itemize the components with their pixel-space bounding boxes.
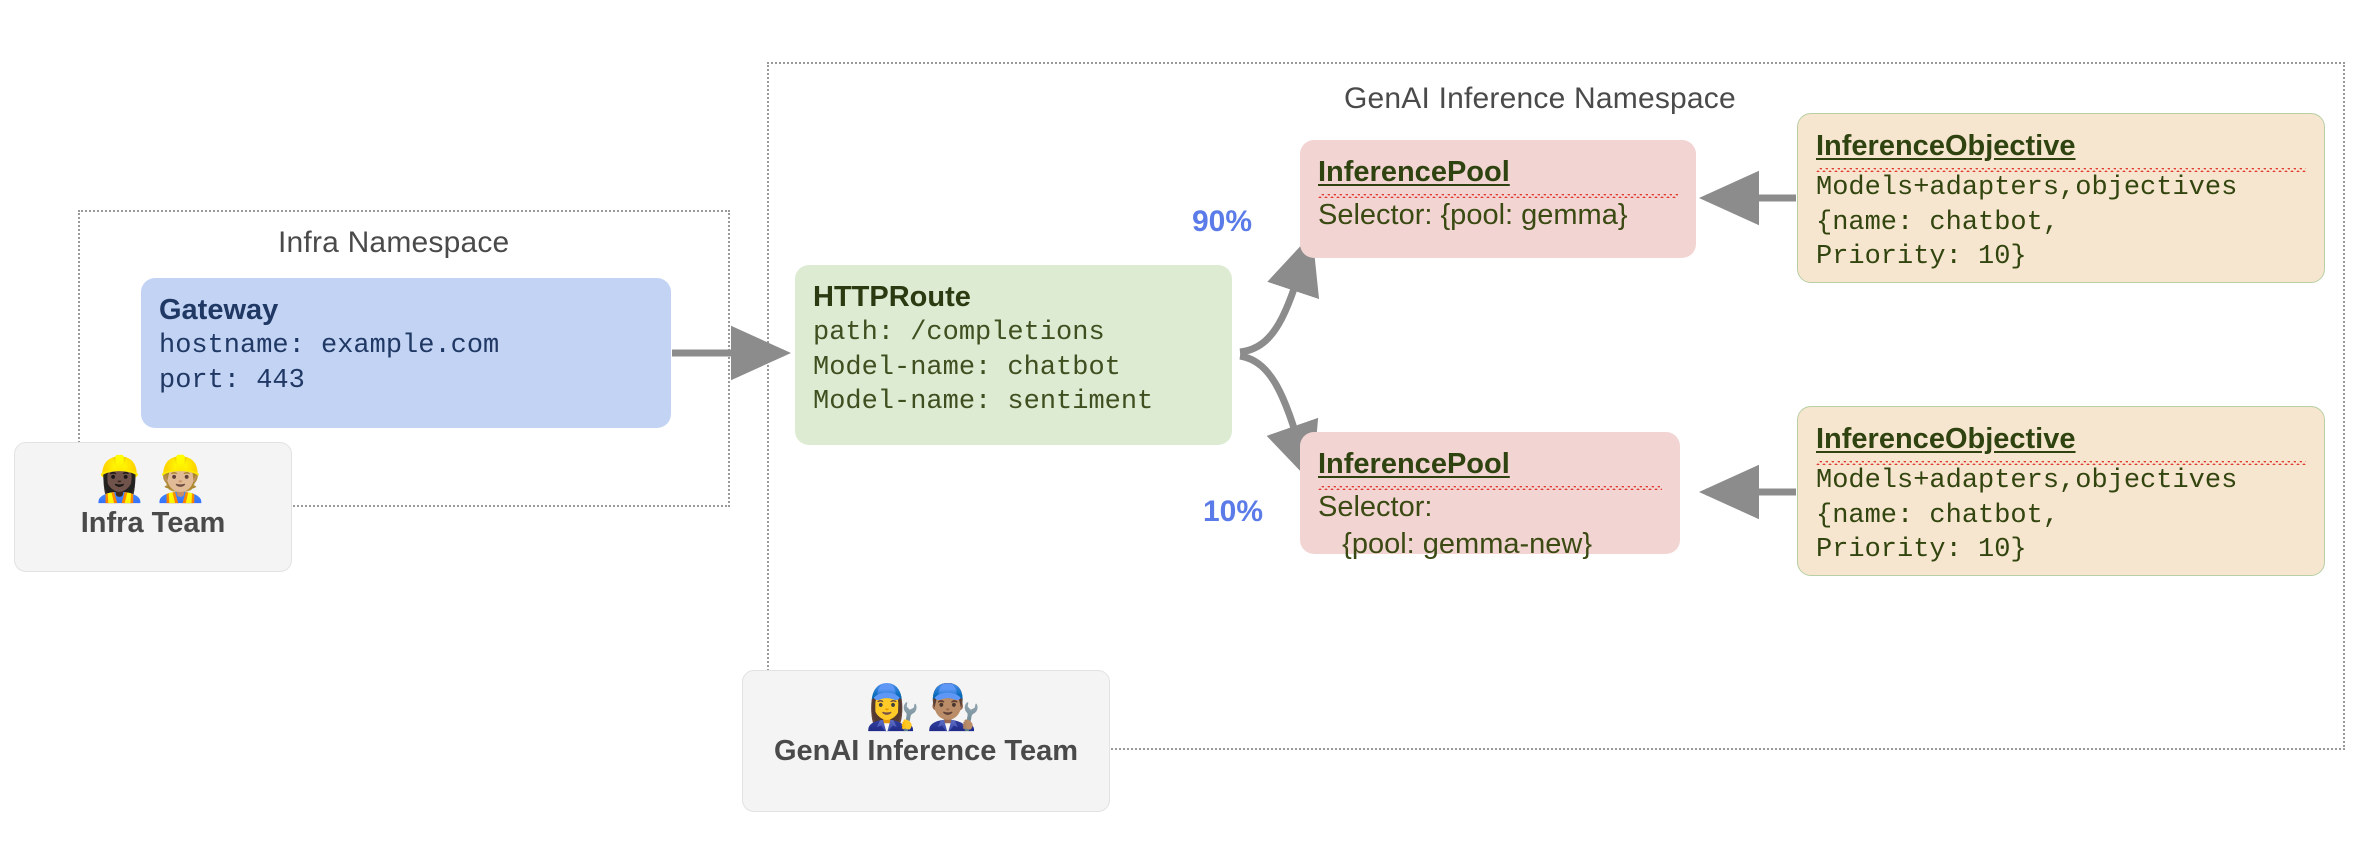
inferencepool-gemma-title: InferencePool	[1318, 154, 1678, 199]
inferencepool-card-gemma-new[interactable]: InferencePool Selector: {pool: gemma-new…	[1300, 432, 1680, 560]
namespace-infra	[78, 210, 730, 507]
inferenceobjective-card-bottom[interactable]: InferenceObjective Models+adapters,objec…	[1797, 406, 2325, 576]
namespace-infra-title: Infra Namespace	[278, 226, 510, 259]
infra-team-avatars: 👷🏿‍♀️👷🏼	[92, 454, 214, 505]
inferencepool-gemma-new-title: InferencePool	[1318, 446, 1662, 491]
inferenceobjective-bottom-title: InferenceObjective	[1816, 421, 2306, 466]
genai-team-label: GenAI Inference Team	[773, 735, 1079, 768]
httproute-line-model-sentiment: Model-name: sentiment	[813, 387, 1154, 418]
team-badge-infra[interactable]: 👷🏿‍♀️👷🏼 Infra Team	[14, 442, 292, 572]
inferenceobjective-bottom-line-models: Models+adapters,objectives	[1816, 466, 2238, 497]
gateway-line-port: port: 443	[159, 365, 305, 396]
inferenceobjective-card-top[interactable]: InferenceObjective Models+adapters,objec…	[1797, 113, 2325, 283]
gateway-card[interactable]: Gateway hostname: example.com port: 443	[141, 278, 671, 428]
inferenceobjective-top-title: InferenceObjective	[1816, 128, 2306, 173]
httproute-line-model-chatbot: Model-name: chatbot	[813, 352, 1121, 383]
httproute-line-path: path: /completions	[813, 318, 1105, 349]
inferenceobjective-top-line-priority: Priority: 10}	[1816, 242, 2027, 273]
inferenceobjective-bottom-line-name: {name: chatbot,	[1816, 500, 2060, 531]
weight-label-90: 90%	[1192, 205, 1253, 238]
httproute-card[interactable]: HTTPRoute path: /completions Model-name:…	[795, 265, 1232, 445]
inferencepool-gemma-new-selector-value: {pool: gemma-new}	[1318, 528, 1593, 561]
inferencepool-gemma-new-selector-label: Selector:	[1318, 491, 1433, 524]
inferenceobjective-top-line-models: Models+adapters,objectives	[1816, 173, 2238, 204]
infra-team-label: Infra Team	[80, 507, 226, 540]
weight-label-10: 10%	[1203, 495, 1264, 528]
inferenceobjective-top-line-name: {name: chatbot,	[1816, 207, 2060, 238]
genai-team-avatars: 👩‍🔧👨🏽‍🔧	[865, 682, 987, 733]
inferencepool-card-gemma[interactable]: InferencePool Selector: {pool: gemma}	[1300, 140, 1696, 258]
namespace-genai-title: GenAI Inference Namespace	[1344, 82, 1736, 115]
namespace-genai	[767, 62, 2345, 750]
inferencepool-gemma-selector: Selector: {pool: gemma}	[1318, 199, 1628, 232]
team-badge-genai[interactable]: 👩‍🔧👨🏽‍🔧 GenAI Inference Team	[742, 670, 1110, 812]
inferenceobjective-bottom-line-priority: Priority: 10}	[1816, 535, 2027, 566]
httproute-title: HTTPRoute	[813, 281, 971, 313]
gateway-line-hostname: hostname: example.com	[159, 331, 500, 362]
gateway-title: Gateway	[159, 294, 279, 326]
